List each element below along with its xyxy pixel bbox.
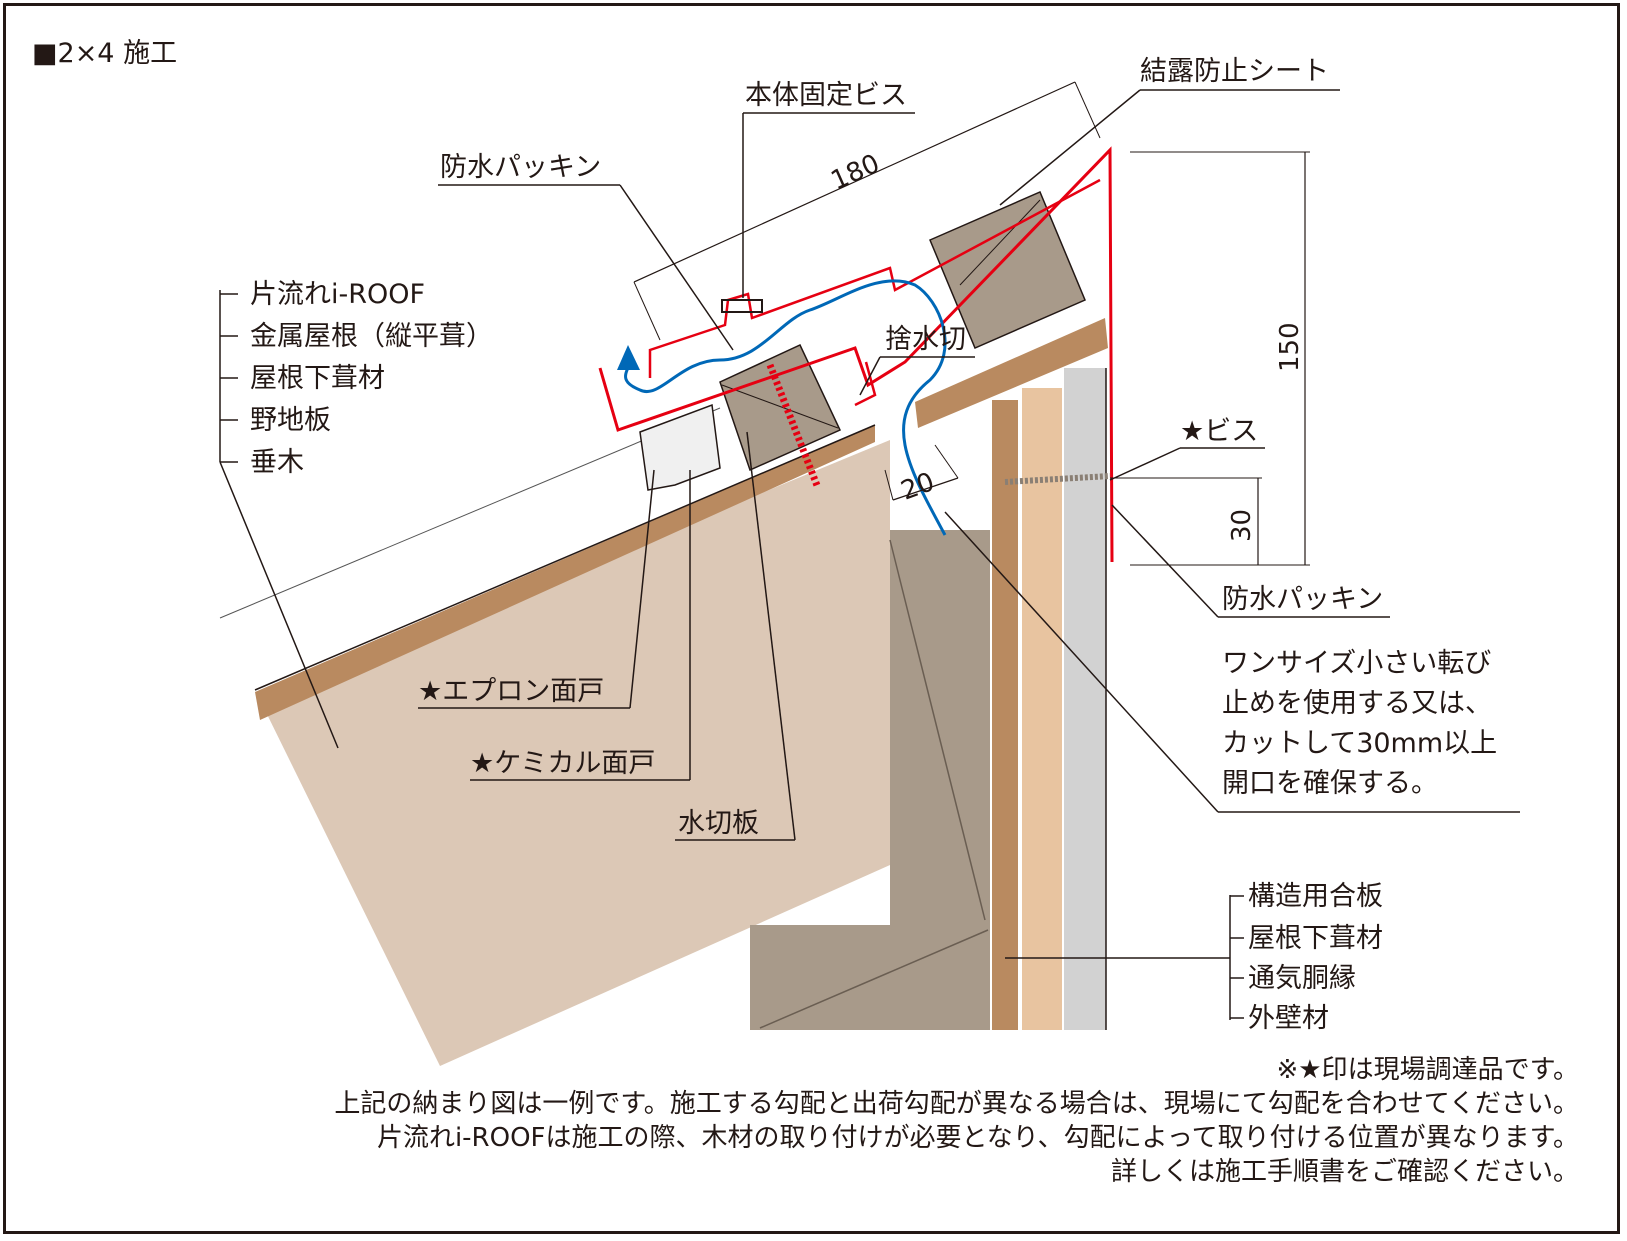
label-body-screw: 本体固定ビス (745, 80, 907, 111)
dim-180-tick2 (1074, 81, 1101, 139)
block-diagonal (889, 539, 986, 921)
block-diagonal-2 (759, 929, 989, 1029)
dim-180-line (633, 81, 1076, 283)
dim-20-label: 20 (897, 467, 938, 507)
footnote-2: 上記の納まり図は一例です。施工する勾配と出荷勾配が異なる場合は、現場にて勾配を合… (334, 1089, 1579, 1119)
side-note-line-4: 開口を確保する。 (1222, 768, 1438, 799)
label-wall-3: 通気胴縁 (1248, 963, 1356, 994)
sheathing-board (255, 425, 875, 720)
label-roof-3: 屋根下葺材 (250, 363, 385, 394)
wood-block-upper-diag (959, 199, 1041, 286)
leader-packing-right-diag (1111, 504, 1219, 618)
diagram-title: ■2×4 施工 (32, 38, 177, 69)
label-flashing: 捨水切 (885, 324, 966, 355)
label-roof-2: 金属屋根（縦平葺） (250, 321, 493, 352)
furring-strip (1022, 388, 1062, 1030)
footnote-3: 片流れi-ROOFは施工の際、木材の取り付けが必要となり、勾配によって取り付ける… (376, 1123, 1579, 1153)
dim-20-tick1 (884, 469, 894, 501)
airflow-arrow (624, 279, 947, 536)
label-screw: ★ビス (1180, 416, 1258, 447)
dim-20-tick2 (934, 444, 959, 479)
label-apron: ★エプロン面戸 (418, 676, 604, 707)
label-chemical: ★ケミカル面戸 (470, 748, 655, 779)
wall-frame-block (750, 530, 990, 1030)
dim-180-tick1 (633, 281, 661, 341)
footnote-4: 詳しくは施工手順書をご確認ください。 (1110, 1157, 1579, 1187)
leader-water-board-v (746, 431, 796, 841)
label-packing-top: 防水パッキン (440, 152, 601, 183)
airflow-arrowhead (617, 345, 640, 370)
body-screw-head (721, 299, 763, 313)
wood-block-lower-diag (721, 384, 839, 429)
flashing-red (854, 361, 877, 407)
side-note-line-3: カットして30mm以上 (1222, 728, 1497, 759)
dim-150-label: 150 (1275, 322, 1305, 372)
side-note-line-1: ワンサイズ小さい転び (1222, 648, 1491, 679)
leader-roof-diag (219, 461, 339, 749)
roof-surface-line (219, 407, 721, 619)
label-roof-1: 片流れi-ROOF (250, 279, 425, 310)
rafter (260, 440, 890, 1066)
metal-roof-inner (648, 178, 1101, 378)
structural-plywood (992, 400, 1018, 1030)
label-water-board: 水切板 (678, 808, 759, 839)
wood-block-lower (719, 344, 842, 472)
dim-180-label: 180 (827, 149, 885, 197)
upper-sheathing (915, 318, 1108, 428)
leader-seal-diag (999, 89, 1141, 206)
leader-note-diag (944, 511, 1219, 813)
label-wall-4: 外壁材 (1248, 1003, 1329, 1034)
footnote-1: ※★印は現場調達品です。 (1276, 1055, 1580, 1085)
siding (1064, 368, 1106, 1030)
leader-screw-diag (1109, 447, 1181, 481)
drawing-frame (3, 3, 1620, 1234)
dim-30-label: 30 (1227, 509, 1257, 542)
roof-under-line (254, 424, 876, 691)
metal-roof-red (598, 146, 1114, 563)
leader-apron-v (629, 469, 655, 709)
leader-packing-top-diag (619, 184, 734, 351)
apron-closure (639, 403, 721, 491)
label-wall-2: 屋根下葺材 (1248, 923, 1383, 954)
label-packing-right: 防水パッキン (1222, 584, 1383, 615)
label-wall-1: 構造用合板 (1248, 881, 1383, 912)
side-note-line-2: 止めを使用する又は、 (1222, 688, 1492, 719)
wood-block-upper (929, 191, 1086, 349)
wall-screw (1004, 473, 1111, 485)
dim-20-line (892, 477, 959, 501)
leader-flashing-diag (859, 356, 881, 396)
screw-red (766, 363, 822, 490)
label-seal-sheet: 結露防止シート (1140, 56, 1329, 87)
label-roof-5: 垂木 (250, 447, 304, 478)
label-roof-4: 野地板 (250, 405, 331, 436)
